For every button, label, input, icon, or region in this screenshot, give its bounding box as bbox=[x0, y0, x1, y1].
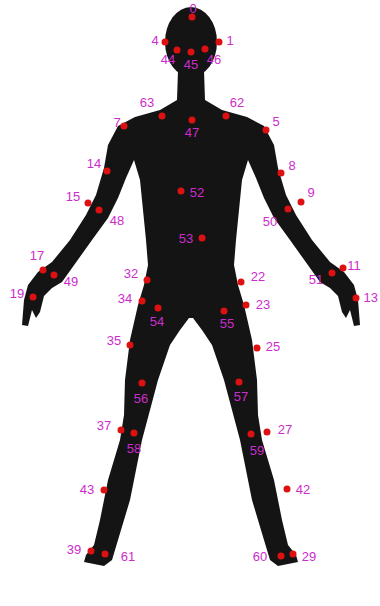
callout-number: 44 bbox=[161, 53, 175, 67]
callout-number: 51 bbox=[309, 273, 323, 287]
callout-number: 25 bbox=[266, 340, 280, 354]
callout-number: 49 bbox=[64, 275, 78, 289]
callout-number: 56 bbox=[134, 392, 148, 406]
callout-number: 60 bbox=[253, 550, 267, 564]
callout-number: 47 bbox=[185, 126, 199, 140]
callout-number: 15 bbox=[66, 190, 80, 204]
callout-number: 35 bbox=[107, 334, 121, 348]
callout-number: 46 bbox=[207, 53, 221, 67]
callout-number: 55 bbox=[220, 317, 234, 331]
callout-number: 29 bbox=[302, 550, 316, 564]
callout-number: 1 bbox=[226, 34, 233, 48]
callout-number: 14 bbox=[87, 157, 101, 171]
callout-number: 53 bbox=[179, 232, 193, 246]
callout-number: 8 bbox=[288, 159, 295, 173]
callout-number: 34 bbox=[118, 292, 132, 306]
callout-number: 32 bbox=[124, 267, 138, 281]
callout-number: 9 bbox=[307, 186, 314, 200]
callout-number: 52 bbox=[190, 186, 204, 200]
callout-number: 57 bbox=[234, 390, 248, 404]
callout-number: 59 bbox=[250, 444, 264, 458]
callout-number: 58 bbox=[127, 442, 141, 456]
callout-number: 19 bbox=[10, 287, 24, 301]
callout-number: 42 bbox=[296, 483, 310, 497]
callout-number: 27 bbox=[278, 423, 292, 437]
callout-number: 62 bbox=[230, 96, 244, 110]
callout-number: 7 bbox=[113, 116, 120, 130]
keypoint-dots bbox=[30, 14, 360, 560]
callout-number: 48 bbox=[110, 214, 124, 228]
callout-number: 50 bbox=[263, 215, 277, 229]
callout-number: 23 bbox=[256, 298, 270, 312]
callout-number: 22 bbox=[251, 270, 265, 284]
callout-number: 0 bbox=[189, 2, 196, 16]
callout-number: 54 bbox=[150, 315, 164, 329]
callout-number: 43 bbox=[80, 483, 94, 497]
callout-number: 39 bbox=[67, 543, 81, 557]
callout-number: 4 bbox=[151, 34, 158, 48]
callout-number: 45 bbox=[184, 58, 198, 72]
callout-number: 11 bbox=[347, 259, 361, 273]
callout-number: 5 bbox=[272, 115, 279, 129]
callout-number: 13 bbox=[364, 291, 378, 305]
callout-number: 61 bbox=[121, 550, 135, 564]
callout-number: 17 bbox=[30, 249, 44, 263]
callout-number: 37 bbox=[97, 419, 111, 433]
callout-number: 63 bbox=[140, 96, 154, 110]
body-silhouette bbox=[22, 70, 360, 566]
